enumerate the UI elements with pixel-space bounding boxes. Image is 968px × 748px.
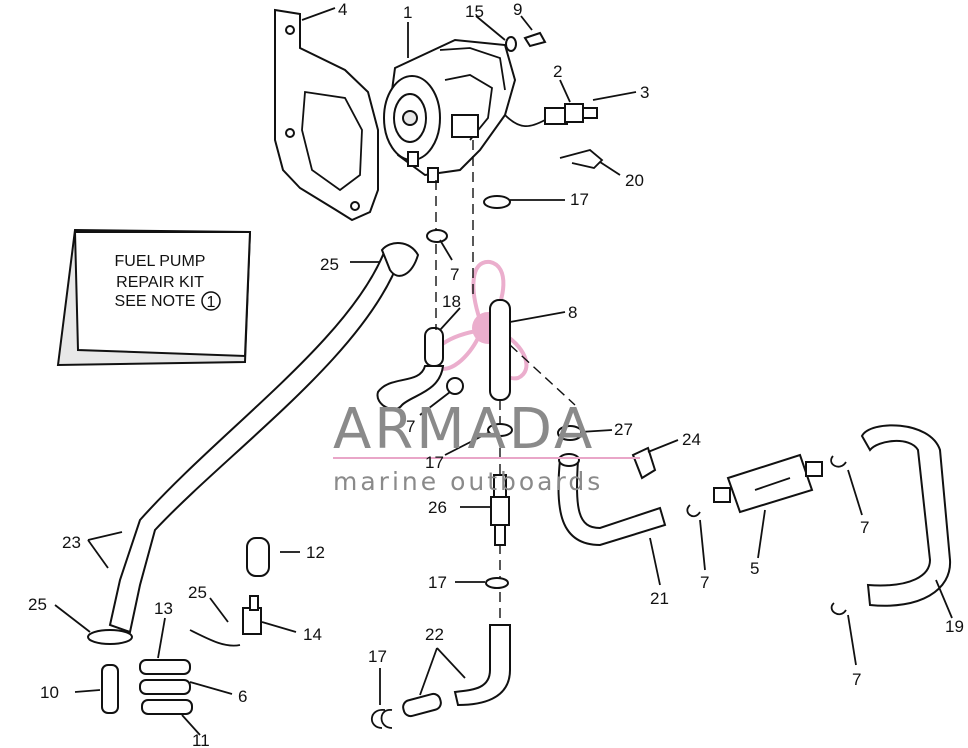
spring-clip	[559, 149, 604, 169]
return-hose	[860, 424, 952, 607]
callout-6: 6	[238, 687, 247, 706]
callout-14: 14	[303, 625, 322, 644]
callout-4: 4	[338, 0, 347, 19]
callout-7-bottom: 7	[852, 670, 861, 689]
callout-7-top: 7	[450, 265, 459, 284]
lower-hoses	[402, 624, 511, 718]
pump-hose	[376, 327, 445, 411]
callout-25-left: 25	[28, 595, 47, 614]
callout-22: 22	[425, 625, 444, 644]
fuel-pump	[383, 38, 517, 183]
watermark-logo	[430, 259, 529, 381]
callout-11: 11	[192, 731, 210, 748]
hose-clamps	[370, 195, 847, 729]
callout-23: 23	[62, 533, 81, 552]
callout-1: 1	[403, 3, 412, 22]
filter-hose	[557, 459, 667, 547]
callout-20: 20	[625, 171, 644, 190]
callout-5: 5	[750, 559, 759, 578]
callout-7-mid: 7	[406, 417, 415, 436]
long-hose	[108, 248, 402, 634]
callout-17-mid: 17	[425, 453, 444, 472]
callout-15: 15	[465, 2, 484, 21]
callout-17-low: 17	[428, 573, 447, 592]
kit-note-number: 1	[207, 294, 216, 311]
callout-12: 12	[306, 543, 325, 562]
small-parts	[87, 537, 270, 715]
callout-24: 24	[682, 430, 701, 449]
fuel-filter	[713, 453, 823, 514]
callout-26: 26	[428, 498, 447, 517]
callout-10: 10	[40, 683, 59, 702]
callout-17-bottom: 17	[368, 647, 387, 666]
callout-19: 19	[945, 617, 964, 636]
callout-8: 8	[568, 303, 577, 322]
callout-3: 3	[640, 83, 649, 102]
callout-2: 2	[553, 62, 562, 81]
filter-element	[490, 474, 510, 546]
kit-line-2: REPAIR KIT	[116, 274, 204, 291]
callout-9: 9	[513, 0, 522, 19]
callout-27: 27	[614, 420, 633, 439]
tube	[489, 299, 511, 401]
callout-21: 21	[650, 589, 669, 608]
hose-connector	[631, 446, 657, 480]
callout-13: 13	[154, 599, 173, 618]
elbow-fitting	[380, 242, 420, 277]
callout-25-top: 25	[320, 255, 339, 274]
kit-line-1: FUEL PUMP	[115, 253, 206, 270]
callout-7-right: 7	[860, 518, 869, 537]
kit-line-3: SEE NOTE	[115, 293, 196, 310]
callout-18: 18	[442, 292, 461, 311]
callout-17-top: 17	[570, 190, 589, 209]
mounting-plate	[274, 8, 379, 222]
leader-lines	[54, 7, 953, 736]
callout-25-mid: 25	[188, 583, 207, 602]
repair-kit-box: FUEL PUMP REPAIR KIT SEE NOTE 1	[56, 228, 252, 367]
callout-7-filter: 7	[700, 573, 709, 592]
watermark-subtitle: marine outboards	[333, 467, 603, 496]
callout-labels: 1 4 15 9 2 3 20 17 7 25 18 8 7 27 17 24 …	[28, 0, 964, 748]
screw-and-washer	[505, 31, 547, 52]
fuel-fitting	[504, 103, 598, 128]
watermark-title: ARMADA	[333, 397, 595, 462]
